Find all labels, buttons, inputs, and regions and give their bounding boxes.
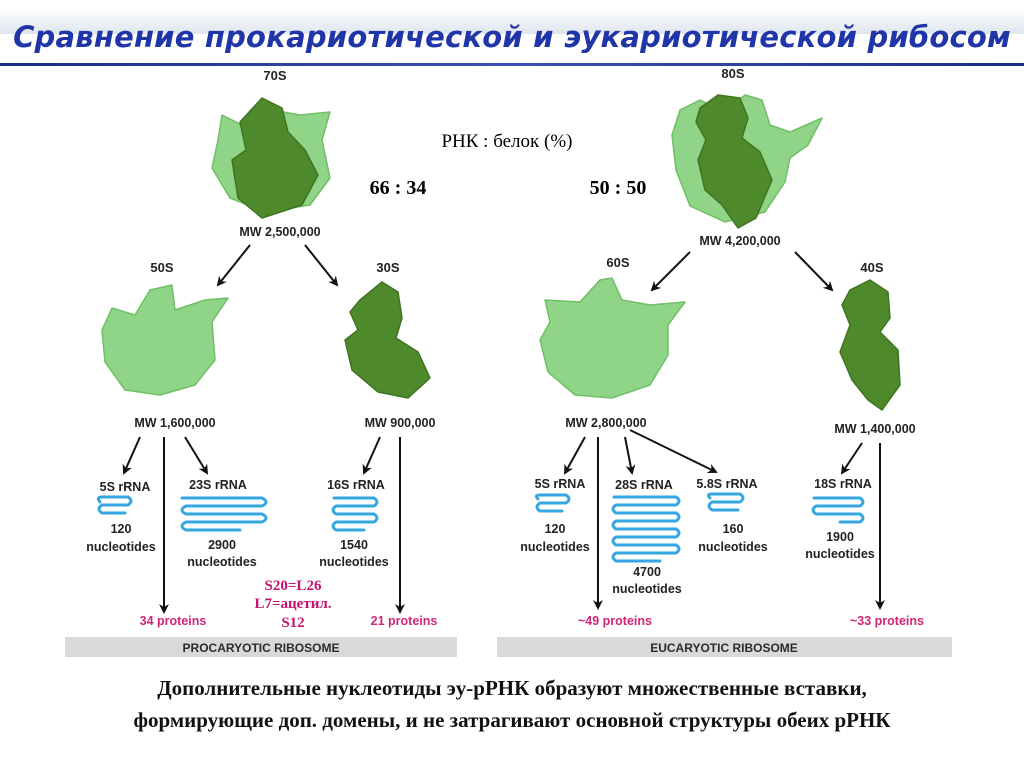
label-60s: 60S (606, 255, 629, 270)
slide-title: Сравнение прокариотической и эукариотиче… (13, 20, 1011, 54)
rrna-5-8s-name: 5.8S rRNA (696, 477, 757, 491)
arrow-30s-to-16s (362, 436, 381, 475)
rrna-16s-squiggle (331, 496, 379, 532)
label-50s: 50S (150, 260, 173, 275)
rrna-5-8s-squiggle (706, 492, 745, 512)
rrna-28s-name: 28S rRNA (615, 478, 673, 492)
proteins-40s: ~33 proteins (850, 614, 924, 628)
rrna-23s-unit: nucleotides (187, 555, 257, 569)
rrna-18s-size: 1900 (826, 530, 854, 544)
rrna-5s-prok-unit: nucleotides (86, 540, 156, 554)
arrow-50s-to-5s (122, 436, 141, 475)
rrna-23s-size: 2900 (208, 538, 236, 552)
mw-70s: MW 2,500,000 (239, 225, 320, 239)
ratio-header: РНК : белок (%) (441, 131, 572, 152)
rrna-5s-prok-size: 120 (111, 522, 132, 536)
arrow-80s-to-60s (650, 251, 691, 292)
rrna-18s-unit: nucleotides (805, 547, 875, 561)
ribosome-70s-shape (211, 97, 331, 219)
banner-euk-bg (497, 637, 952, 657)
label-70s: 70S (263, 68, 286, 83)
ratio-euk: 50 : 50 (590, 177, 647, 199)
arrow-60s-to-28s (624, 436, 636, 475)
rrna-5s-euk-size: 120 (545, 522, 566, 536)
rrna-23s-name: 23S rRNA (189, 478, 247, 492)
subunit-40s-shape (839, 279, 901, 411)
arrow-60s-to-5s (564, 436, 586, 475)
note-l7-acetyl: L7=ацетил. (254, 596, 331, 612)
footer-line-1: Дополнительные нуклеотиды эу-рРНК образу… (157, 676, 867, 700)
rrna-18s-squiggle (811, 496, 865, 524)
footer-line-2: формирующие доп. домены, и не затрагиваю… (133, 708, 891, 732)
note-s20-l26: S20=L26 (265, 578, 322, 594)
rrna-16s-unit: nucleotides (319, 555, 389, 569)
mw-60s: MW 2,800,000 (565, 416, 646, 430)
proteins-50s: 34 proteins (140, 614, 207, 628)
arrow-40s-to-18s (840, 442, 863, 475)
rrna-28s-squiggle (611, 495, 681, 563)
proteins-60s: ~49 proteins (578, 614, 652, 628)
title-bar: Сравнение прокариотической и эукариотиче… (0, 8, 1024, 66)
mw-50s: MW 1,600,000 (134, 416, 215, 430)
ratio-prok: 66 : 34 (370, 177, 427, 199)
mw-40s: MW 1,400,000 (834, 422, 915, 436)
ribosome-80s-shape (671, 94, 823, 229)
rrna-5-8s-unit: nucleotides (698, 540, 768, 554)
arrow-70s-to-30s (304, 244, 339, 287)
rrna-16s-name: 16S rRNA (327, 478, 385, 492)
label-40s: 40S (860, 260, 883, 275)
arrow-80s-to-40s (794, 251, 834, 292)
rrna-5s-prok-name: 5S rRNA (100, 480, 151, 494)
rrna-18s-name: 18S rRNA (814, 477, 872, 491)
arrow-70s-to-50s (216, 244, 251, 287)
banner-prok: PROCARYOTIC RIBOSOME (183, 641, 340, 655)
arrow-50s-to-23s (184, 436, 209, 475)
mw-30s: MW 900,000 (365, 416, 436, 430)
banner-euk: EUCARYOTIC RIBOSOME (650, 641, 798, 655)
subunit-30s-shape (344, 281, 431, 399)
rrna-16s-size: 1540 (340, 538, 368, 552)
label-30s: 30S (376, 260, 399, 275)
subunit-50s-shape (101, 284, 229, 396)
arrow-60s-to-5-8s (629, 429, 718, 473)
label-80s: 80S (721, 66, 744, 81)
footer-note: Дополнительные нуклеотиды эу-рРНК образу… (0, 672, 1024, 736)
rrna-5s-euk-name: 5S rRNA (535, 477, 586, 491)
subunit-60s-shape (539, 277, 686, 399)
rrna-28s-unit: nucleotides (612, 582, 682, 596)
banner-prok-bg (65, 637, 457, 657)
rrna-5s-prok-squiggle (96, 495, 133, 515)
rrna-5s-euk-squiggle (534, 493, 571, 513)
rrna-5s-euk-unit: nucleotides (520, 540, 590, 554)
rrna-23s-squiggle (180, 496, 268, 532)
proteins-30s: 21 proteins (371, 614, 438, 628)
rrna-5-8s-size: 160 (723, 522, 744, 536)
note-s12: S12 (281, 615, 304, 631)
rrna-28s-size: 4700 (633, 565, 661, 579)
mw-80s: MW 4,200,000 (699, 234, 780, 248)
